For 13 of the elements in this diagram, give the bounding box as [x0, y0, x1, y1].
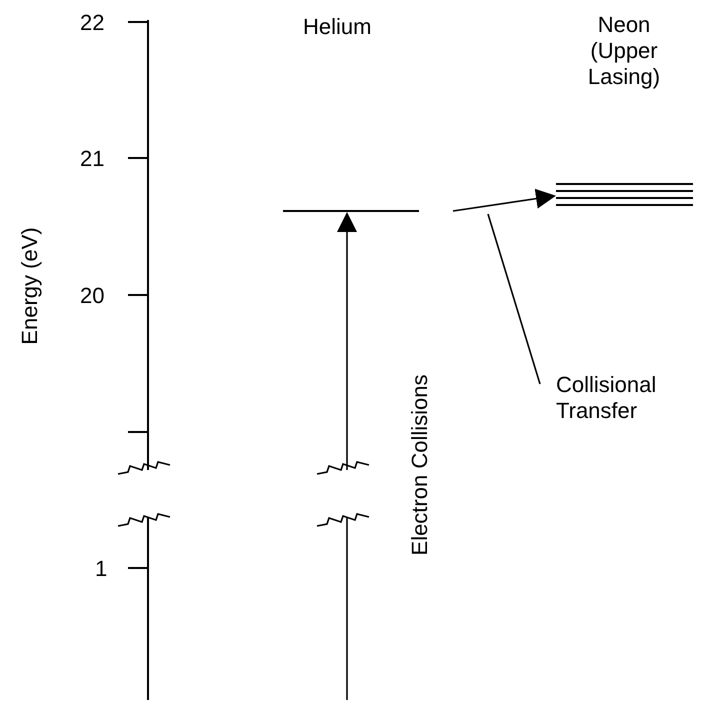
tick-label: 20: [80, 283, 104, 309]
tick-label: 21: [80, 146, 104, 172]
axis-title: Energy (eV): [17, 227, 43, 345]
edge-label: Electron Collisions: [407, 374, 433, 556]
leader-line: [487, 214, 541, 384]
callout-text: Collisional Transfer: [556, 372, 696, 432]
energy-level-line: [283, 210, 419, 212]
tick-label: 1: [95, 556, 108, 582]
arrow: [452, 188, 556, 212]
level-heading: Neon (Upper Lasing): [586, 12, 662, 90]
tick-label: 22: [80, 10, 104, 36]
arrow: [337, 212, 357, 701]
column-heading: Helium: [303, 14, 372, 40]
